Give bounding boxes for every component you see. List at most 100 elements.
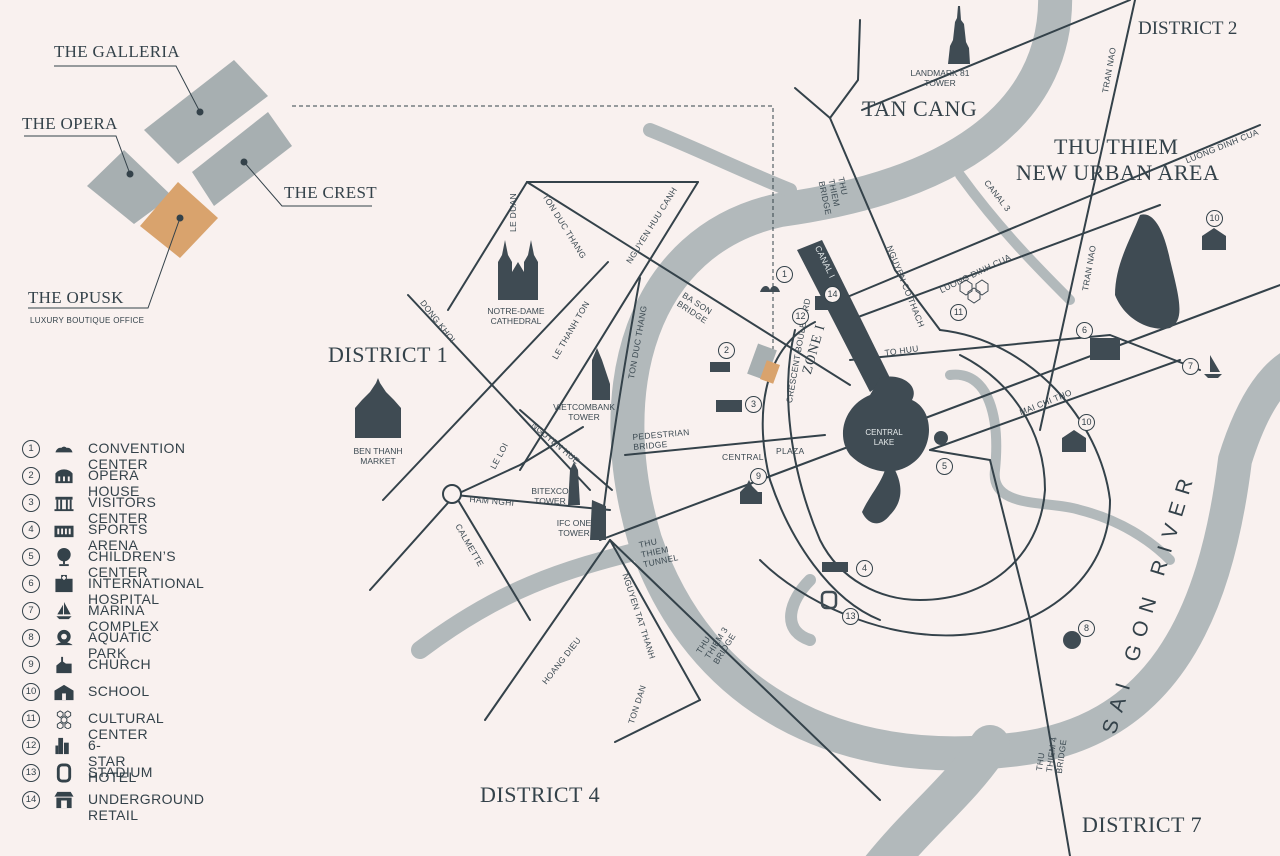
- road-khanh-hoi: [609, 539, 881, 801]
- stadium-icon: [53, 763, 75, 783]
- legend-label: SCHOOL: [88, 683, 150, 699]
- road-thu-thiem-4: [989, 459, 1071, 856]
- label-vietcombank: VIETCOMBANK TOWER: [553, 402, 615, 422]
- saigon-river-south: [865, 725, 1010, 856]
- school-map-icon: [1202, 228, 1226, 250]
- marker-8[interactable]: 8: [1078, 620, 1095, 637]
- marker-4[interactable]: 4: [856, 560, 873, 577]
- legend-label: AQUATIC PARK: [88, 629, 152, 661]
- project-site: [747, 343, 780, 384]
- label-the-opusk: THE OPUSK: [28, 288, 124, 307]
- road-dong-khoi: [407, 294, 591, 491]
- facility-icons: [710, 228, 1226, 649]
- legend-number: 4: [22, 521, 40, 539]
- marker-1[interactable]: 1: [776, 266, 793, 283]
- canal-east-2: [955, 170, 1075, 305]
- landmark81-icon: [948, 6, 970, 64]
- sunflower-icon: [53, 628, 75, 648]
- marker-13[interactable]: 13: [842, 608, 859, 625]
- legend-number: 14: [22, 791, 40, 809]
- legend-number: 5: [22, 548, 40, 566]
- river-layer: [411, 0, 1280, 856]
- road-le-duan-diag: [447, 181, 528, 311]
- road-crescent-2: [787, 329, 921, 601]
- block-crest: [192, 112, 292, 206]
- legend-label: INTERNATIONAL HOSPITAL: [88, 575, 204, 607]
- ben-nghe-canal: [411, 539, 659, 659]
- hexagon-icon: [53, 709, 75, 730]
- legend-number: 13: [22, 764, 40, 782]
- inset-connector: [292, 105, 774, 352]
- legend-number: 12: [22, 737, 40, 755]
- vietcombank-icon: [592, 348, 610, 400]
- marker-2[interactable]: 2: [718, 342, 735, 359]
- lotus-icon: [53, 439, 75, 459]
- label-thu-thiem: THU THIEM: [1054, 134, 1179, 159]
- legend-number: 1: [22, 440, 40, 458]
- opera-house-icon: [53, 466, 75, 486]
- label-central-lake: CENTRAL LAKE: [865, 428, 903, 447]
- cultural-hexagon-map-icon: [959, 279, 989, 304]
- road-ton-duc-thang-diag: [526, 181, 851, 386]
- marker-12[interactable]: 12: [792, 308, 809, 325]
- road-le-loi: [454, 426, 584, 496]
- opera-house-map-icon: [710, 362, 730, 372]
- roundabout: [442, 484, 462, 504]
- marker-14[interactable]: 14: [824, 286, 841, 303]
- bitexco-icon: [568, 462, 580, 505]
- canal-north: [643, 123, 797, 197]
- hospital-map-icon: [1090, 338, 1120, 360]
- legend-number: 2: [22, 467, 40, 485]
- canal-east: [945, 369, 1175, 565]
- church-map-icon: [740, 480, 762, 504]
- label-new-urban-area: NEW URBAN AREA: [1016, 160, 1220, 185]
- road-nguyen-huu-canh: [519, 181, 699, 471]
- marker-5[interactable]: 5: [936, 458, 953, 475]
- legend-number: 9: [22, 656, 40, 674]
- hotel-icon: [53, 736, 75, 756]
- marker-10b[interactable]: 10: [1078, 414, 1095, 431]
- road-layer: [369, 0, 1280, 856]
- marker-3[interactable]: 3: [745, 396, 762, 413]
- retail-icon-map: [822, 300, 829, 310]
- saigon-river: [610, 0, 1280, 771]
- legend-label: MARINA COMPLEX: [88, 602, 160, 634]
- marker-10a[interactable]: 10: [1206, 210, 1223, 227]
- label-the-galleria: THE GALLERIA: [54, 42, 180, 61]
- marker-11[interactable]: 11: [950, 304, 967, 321]
- dot-crest: [240, 158, 248, 166]
- legend-number: 10: [22, 683, 40, 701]
- legend-number: 7: [22, 602, 40, 620]
- legend-label: CHILDREN’S CENTER: [88, 548, 177, 580]
- marker-7[interactable]: 7: [1182, 358, 1199, 375]
- sunflower-map-icon: [1063, 631, 1081, 649]
- road-calmette: [454, 494, 531, 621]
- road-to-district-7: [929, 449, 991, 461]
- arena-map-icon: [822, 562, 848, 572]
- block-galleria: [144, 60, 268, 164]
- inset-blocks: [24, 60, 372, 309]
- dot-opusk: [176, 214, 184, 222]
- sailboat-map-icon: [1204, 355, 1222, 378]
- road-nguyen-tat-thanh: [609, 539, 701, 701]
- globe-icon: [53, 547, 75, 567]
- marker-6[interactable]: 6: [1076, 322, 1093, 339]
- leader-crest: [243, 161, 372, 207]
- legend-label: SPORTS ARENA: [88, 521, 148, 553]
- road-ham-nghi: [454, 494, 611, 511]
- road-thu-thiem-bridge: [829, 117, 941, 331]
- marker-9[interactable]: 9: [750, 468, 767, 485]
- hospital-icon: [53, 574, 75, 594]
- ifc-one-icon: [590, 500, 606, 540]
- leader-opusk: [28, 217, 181, 309]
- road-canal-north: [794, 19, 861, 119]
- leader-galleria: [54, 65, 201, 113]
- canal-i: [797, 240, 890, 392]
- convention-lotus-icon: [760, 286, 780, 292]
- label-landmark81: LANDMARK 81 TOWER: [910, 68, 970, 88]
- label-district-4: DISTRICT 4: [480, 782, 601, 807]
- legend-label: STADIUM: [88, 764, 153, 780]
- school-icon: [53, 682, 75, 702]
- legend-number: 6: [22, 575, 40, 593]
